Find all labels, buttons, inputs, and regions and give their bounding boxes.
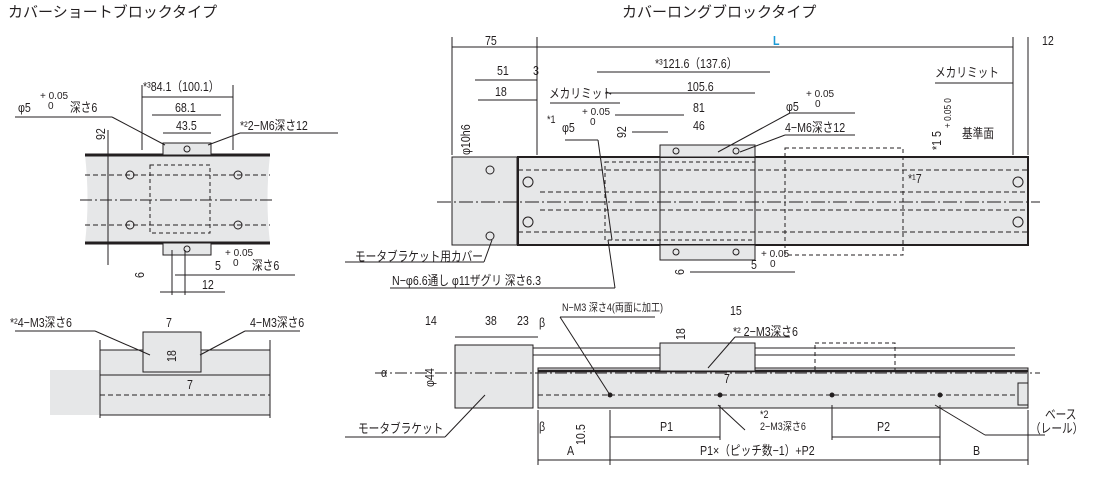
m3-right: 4−M3深さ6 xyxy=(250,315,305,330)
phi5-left-zero: 0 xyxy=(590,117,596,128)
m6-label: 4−M6深さ12 xyxy=(785,120,846,135)
pitch-formula: P1×（ピッチ数−1）+P2 xyxy=(700,443,815,458)
n-m3-label: N−M3 深さ4(両面に加工) xyxy=(562,302,663,314)
dim-51: 51 xyxy=(497,63,509,78)
ref-5: *1 5 xyxy=(929,131,944,150)
dim-18: 18 xyxy=(164,350,179,362)
m3-bottom-note: *2 xyxy=(760,409,769,421)
dim-18: 18 xyxy=(495,84,507,99)
dim-92: 92 xyxy=(93,128,108,140)
long-block-rail xyxy=(345,37,1040,289)
dim-105: 105.6 xyxy=(687,79,714,94)
phi5-right-zero: 0 xyxy=(815,99,821,110)
pin-tol-zero: 0 xyxy=(233,258,239,269)
depth-label: 深さ6 xyxy=(70,100,98,115)
pin-5: 5 xyxy=(751,257,757,272)
dim-121: *³121.6（137.6） xyxy=(655,56,738,71)
long-block-title: カバーロングブロックタイプ xyxy=(622,4,817,21)
dim-7-bottom: 7 xyxy=(187,377,193,392)
dim-18: 18 xyxy=(673,328,688,340)
dim-L: L xyxy=(773,33,780,48)
phi5-left-note: *1 xyxy=(547,114,556,126)
phi5-left-plus: + 0.05 xyxy=(582,107,611,118)
phi10: φ10h6 xyxy=(458,124,473,155)
dim-81: 81 xyxy=(693,100,705,115)
dim-A: A xyxy=(567,443,575,458)
mech-limit-right: メカリミット xyxy=(935,65,999,80)
beta-bottom: β xyxy=(539,419,546,434)
dim-6: 6 xyxy=(672,269,687,275)
beta-top: β xyxy=(539,315,546,330)
dim-75: 75 xyxy=(485,33,497,48)
short-block-rail xyxy=(15,85,338,295)
tol-zero: 0 xyxy=(48,101,54,112)
dim-7: 7 xyxy=(724,371,730,386)
short-block-title: カバーショートブロックタイプ xyxy=(8,4,218,21)
phi44: φ44 xyxy=(422,368,437,387)
dim-12: 12 xyxy=(1042,33,1054,48)
long-block-side xyxy=(345,316,1045,465)
dim-43: 43.5 xyxy=(176,118,197,133)
hole-markers xyxy=(607,392,943,398)
m3-bottom: 2−M3深さ6 xyxy=(760,421,806,433)
dim-92: 92 xyxy=(614,126,629,138)
motor-bracket-label: モータブラケット xyxy=(358,421,444,436)
m3-top: *² 2−M3深さ6 xyxy=(733,324,798,339)
dim-84: *³84.1（100.1） xyxy=(143,79,220,94)
pin-depth: 深さ6 xyxy=(252,258,280,273)
motor-cover-label: モータブラケット用カバー xyxy=(355,249,483,264)
dim-B: B xyxy=(973,443,981,458)
pin-5: 5 xyxy=(215,258,221,273)
dim-23: 23 xyxy=(517,313,529,328)
pin-5-zero: 0 xyxy=(770,259,776,270)
phi5-left: φ5 xyxy=(562,120,575,135)
dim-46: 46 xyxy=(693,118,705,133)
dim-7: *¹7 xyxy=(908,171,922,186)
dim-10-5: 10.5 xyxy=(573,424,588,445)
dim-6: 6 xyxy=(132,272,147,278)
pin-tol-plus: + 0.05 xyxy=(225,248,254,259)
phi5-right-plus: + 0.05 xyxy=(806,89,835,100)
p2-label: P2 xyxy=(877,419,891,434)
dim-14: 14 xyxy=(425,313,437,328)
phi5-right: φ5 xyxy=(786,99,799,114)
dim-68: 68.1 xyxy=(175,100,196,115)
m6-label: *²2−M6深さ12 xyxy=(240,118,308,133)
dim-7-top: 7 xyxy=(166,315,172,330)
base-label: ベース xyxy=(1045,407,1077,422)
through-hole-label: N−φ6.6通し φ11ザグリ 深さ6.3 xyxy=(392,273,541,288)
dim-3: 3 xyxy=(533,63,539,78)
ref-surface: 基準面 xyxy=(962,126,994,141)
phi5-label: φ5 xyxy=(18,100,31,115)
rail-label: （レール） xyxy=(1030,421,1084,436)
dim-12: 12 xyxy=(202,277,214,292)
ref-5-tol: + 0.05 0 xyxy=(943,98,954,128)
pin-5-plus: + 0.05 xyxy=(761,249,790,260)
p1-label: P1 xyxy=(660,419,674,434)
alpha: α xyxy=(381,365,388,380)
mech-limit-left: メカリミット xyxy=(549,86,613,101)
short-block-side xyxy=(15,330,300,418)
tol-plus: + 0.05 xyxy=(40,91,69,102)
dim-15: 15 xyxy=(730,303,742,318)
dim-38: 38 xyxy=(485,313,497,328)
m3-left: *²4−M3深さ6 xyxy=(10,315,72,330)
